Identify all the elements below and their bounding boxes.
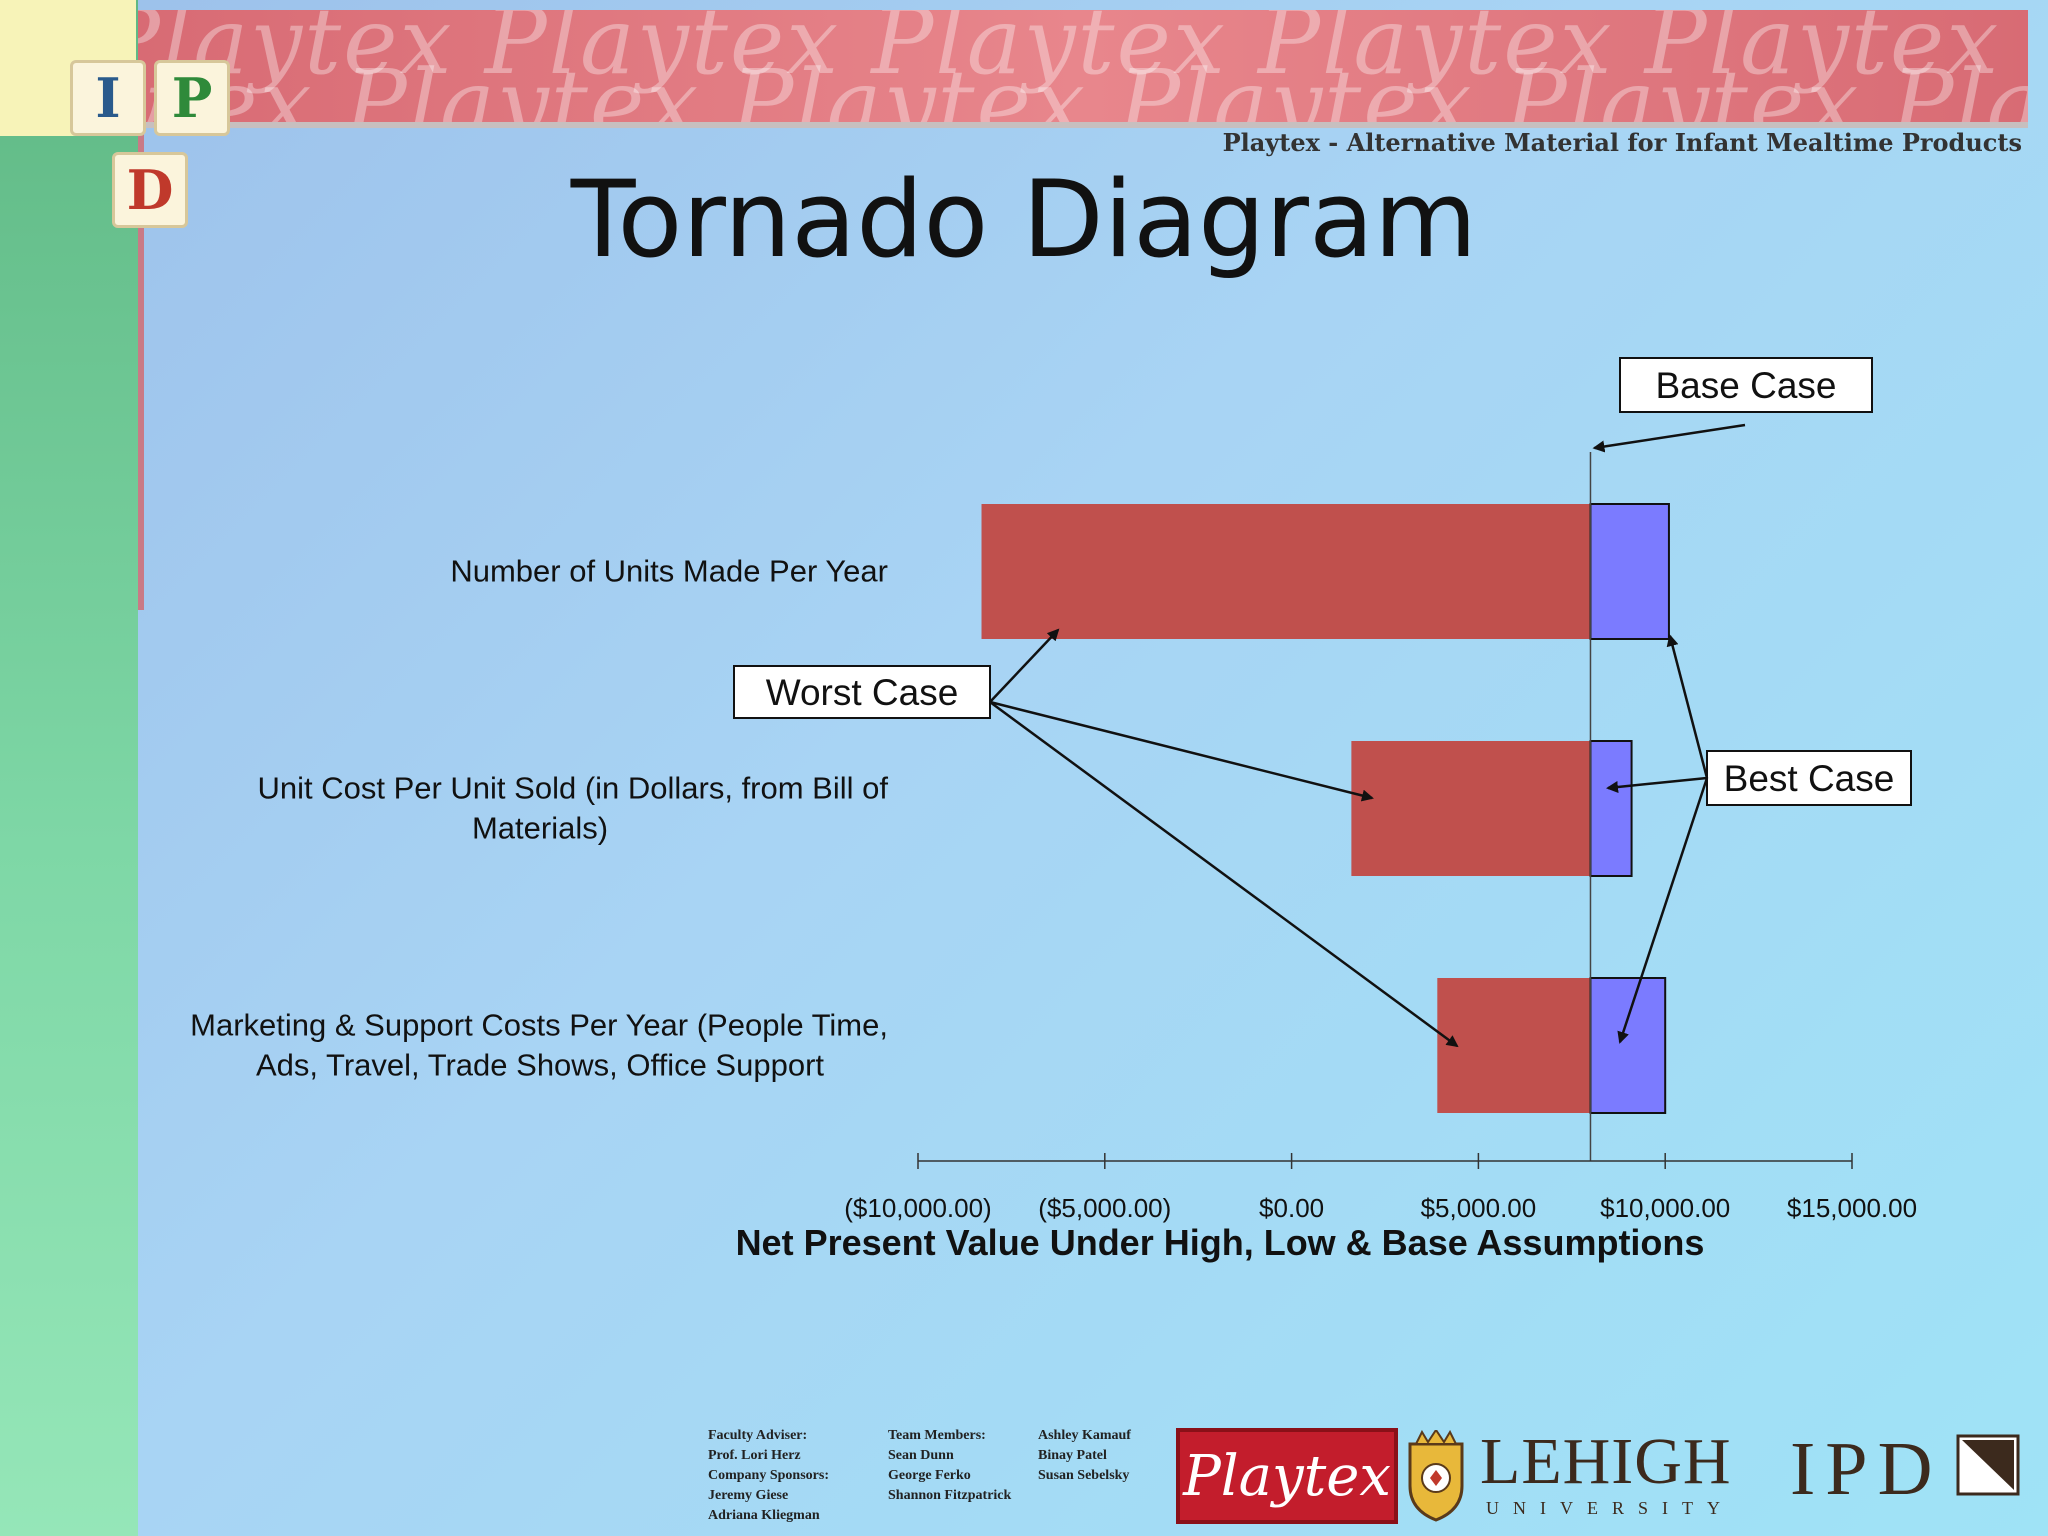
credit-line: Company Sponsors: bbox=[708, 1468, 829, 1483]
x-tick-label: $15,000.00 bbox=[1787, 1193, 1917, 1223]
base-case-callout-box bbox=[1619, 357, 1873, 413]
category-label: Number of Units Made Per Year bbox=[450, 554, 888, 589]
lehigh-university-label: UNIVERSITY bbox=[1486, 1498, 1734, 1518]
logo-block-i: I bbox=[70, 60, 146, 136]
category-label: Unit Cost Per Unit Sold (in Dollars, fro… bbox=[257, 771, 888, 806]
bar-worst-case bbox=[981, 504, 1591, 639]
left-accent-line bbox=[138, 120, 144, 610]
slide-title: Tornado Diagram bbox=[570, 158, 1478, 281]
x-axis-title: Net Present Value Under High, Low & Base… bbox=[736, 1222, 1705, 1263]
category-label: Materials) bbox=[472, 811, 608, 846]
best-case-callout-box bbox=[1706, 750, 1912, 806]
bar-worst-case bbox=[1351, 741, 1591, 876]
credit-line: Prof. Lori Herz bbox=[708, 1448, 801, 1463]
category-label: Ads, Travel, Trade Shows, Office Support bbox=[256, 1048, 824, 1083]
x-tick-label: $10,000.00 bbox=[1600, 1193, 1730, 1223]
x-tick-label: $0.00 bbox=[1259, 1193, 1324, 1223]
worst-case-arrow-3 bbox=[989, 700, 1459, 1048]
bar-best-case bbox=[1589, 740, 1633, 877]
worst-case-callout-box bbox=[733, 665, 991, 719]
header-banner: Playtex Playtex Playtex Playtex Playtex … bbox=[138, 10, 2028, 128]
credit-line: Adriana Kliegman bbox=[708, 1508, 820, 1523]
logo-block-d: D bbox=[112, 152, 188, 228]
x-tick-label: ($10,000.00) bbox=[844, 1193, 991, 1223]
playtex-logo: Playtex bbox=[1176, 1428, 1398, 1524]
bar-best-case bbox=[1589, 977, 1667, 1114]
worst-case-arrow-2 bbox=[989, 700, 1374, 802]
bar-worst-case bbox=[1437, 978, 1591, 1113]
credit-line: Jeremy Giese bbox=[708, 1488, 789, 1503]
credit-line: Ashley Kamauf bbox=[1038, 1428, 1131, 1443]
credit-line: Binay Patel bbox=[1038, 1448, 1107, 1463]
worst-case-callout: Worst Case bbox=[733, 665, 991, 719]
credit-line: Sean Dunn bbox=[888, 1448, 954, 1463]
credit-line: Faculty Adviser: bbox=[708, 1428, 808, 1443]
ipd-blocks-logo: I P D bbox=[48, 40, 248, 230]
presentation-subtitle: Playtex - Alternative Material for Infan… bbox=[1222, 128, 2022, 157]
base-case-callout: Base Case bbox=[1619, 357, 1873, 413]
ipd-wordmark: IPD bbox=[1790, 1427, 1943, 1511]
best-case-arrow-3 bbox=[1617, 777, 1709, 1044]
worst-case-arrow-1 bbox=[989, 628, 1060, 703]
base-case-arrow bbox=[1592, 423, 1746, 453]
lehigh-wordmark: LEHIGH bbox=[1480, 1425, 1732, 1498]
x-tick-label: $5,000.00 bbox=[1421, 1193, 1537, 1223]
x-tick-label: ($5,000.00) bbox=[1038, 1193, 1171, 1223]
category-label: Marketing & Support Costs Per Year (Peop… bbox=[190, 1008, 888, 1043]
banner-watermark-row-2: Playtex Playtex Playtex Playtex Playtex … bbox=[138, 50, 2028, 128]
credit-line: Shannon Fitzpatrick bbox=[888, 1488, 1012, 1503]
credit-line: Team Members: bbox=[888, 1428, 986, 1443]
banner-watermark-row-1: Playtex Playtex Playtex Playtex Playtex … bbox=[138, 10, 2028, 95]
best-case-callout: Best Case bbox=[1706, 750, 1912, 806]
best-case-callout-label: Best Case bbox=[1724, 758, 1895, 799]
credit-line: Susan Sebelsky bbox=[1038, 1468, 1130, 1483]
best-case-arrow-1 bbox=[1666, 634, 1709, 779]
left-decorative-bar bbox=[0, 0, 144, 1536]
logo-block-p: P bbox=[154, 60, 230, 136]
worst-case-callout-label: Worst Case bbox=[766, 672, 959, 713]
lehigh-shield-icon bbox=[1408, 1430, 1464, 1522]
credit-line: George Ferko bbox=[888, 1468, 971, 1483]
best-case-arrow-2 bbox=[1606, 776, 1708, 793]
bar-best-case bbox=[1589, 503, 1670, 640]
base-case-callout-label: Base Case bbox=[1656, 365, 1837, 406]
ipd-mark-icon bbox=[1956, 1434, 2020, 1496]
